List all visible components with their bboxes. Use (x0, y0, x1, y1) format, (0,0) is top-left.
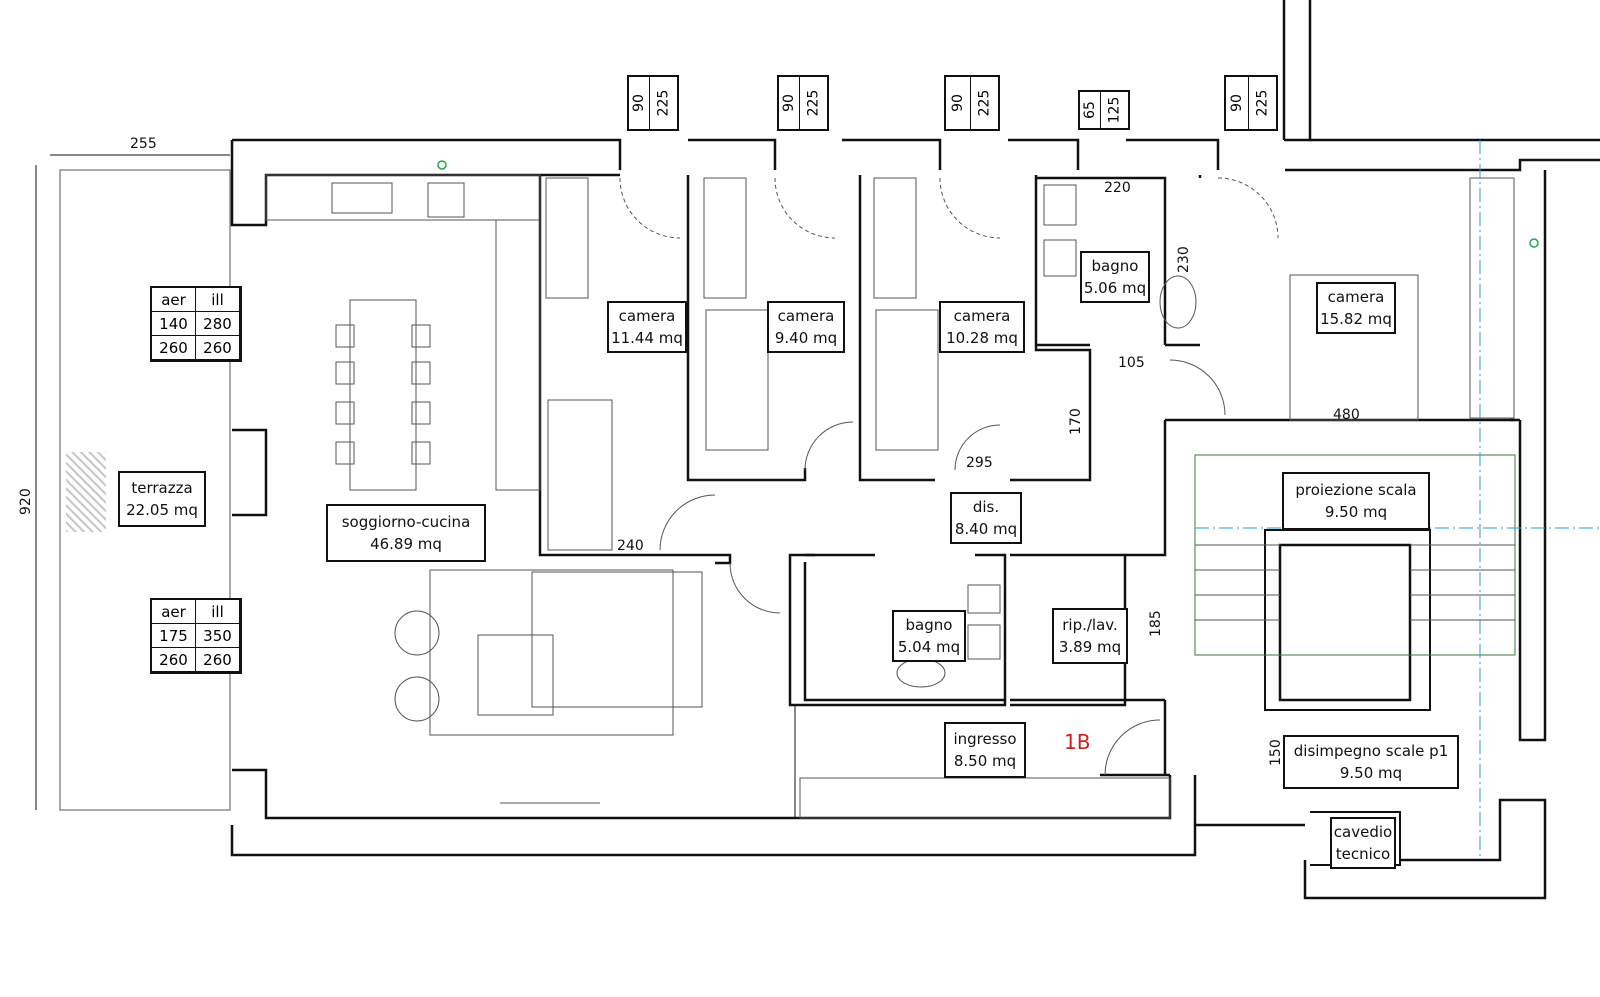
dimension-240: 240 (617, 538, 644, 554)
dimension-185: 185 (1148, 610, 1164, 637)
dimension-295: 295 (966, 455, 993, 471)
plant-icon (66, 452, 106, 532)
dimension-920: 920 (18, 488, 34, 515)
dimension-255: 255 (130, 136, 157, 152)
dimension-220: 220 (1104, 180, 1131, 196)
unit-id: 1B (1064, 730, 1091, 754)
dimension-230: 230 (1176, 246, 1192, 273)
room-label-rip-lav: rip./lav.3.89 mq (1052, 608, 1128, 664)
dimension-105: 105 (1118, 355, 1145, 371)
dimension-150: 150 (1268, 739, 1284, 766)
dimension-170: 170 (1068, 408, 1084, 435)
room-label-dis: dis.8.40 mq (950, 492, 1022, 544)
dimension-480: 480 (1333, 407, 1360, 423)
